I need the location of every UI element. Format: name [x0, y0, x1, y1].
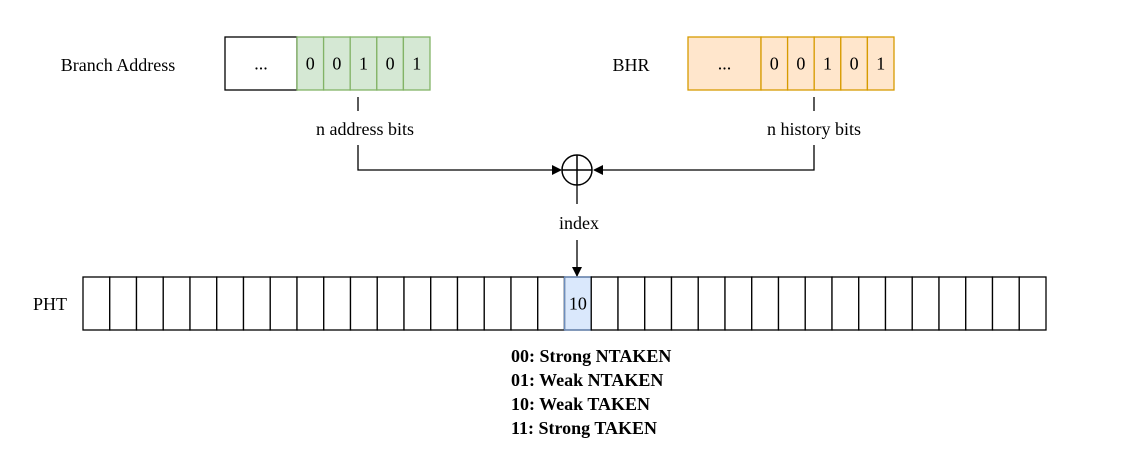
- address-bits-label: n address bits: [316, 119, 414, 139]
- pht-table: 10: [82, 276, 1047, 331]
- branch-address-bit-value: 0: [332, 54, 341, 74]
- pht-cell: [296, 276, 325, 331]
- branch-address-label: Branch Address: [61, 55, 175, 75]
- branch-address-ellipsis-cell: [224, 36, 298, 91]
- branch-address-bit-cell: [296, 36, 325, 91]
- branch-address-ellipsis: ...: [254, 54, 268, 74]
- pht-cell: [724, 276, 753, 331]
- legend-entry: 10: Weak TAKEN: [511, 394, 650, 414]
- bhr-ellipsis: ...: [718, 54, 732, 74]
- pht-cell: [965, 276, 994, 331]
- pht-cell: [242, 276, 271, 331]
- pht-cell: [483, 276, 512, 331]
- pht-cell: [804, 276, 833, 331]
- pht-cell: [644, 276, 673, 331]
- bhr-bit-cell: [866, 36, 895, 91]
- history-bits-label: n history bits: [767, 119, 861, 139]
- bhr-bit-value: 1: [876, 54, 885, 74]
- pht-cell: [456, 276, 485, 331]
- pht-selected-value: 10: [569, 294, 587, 314]
- pht-cell: [323, 276, 352, 331]
- pht-cell: [216, 276, 245, 331]
- branch-address-bit-cell: [376, 36, 405, 91]
- pht-cell: [109, 276, 138, 331]
- address-to-xor-arrow: [357, 145, 562, 175]
- bhr-bit-value: 0: [796, 54, 805, 74]
- bhr-bit-cell: [786, 36, 815, 91]
- bhr-label: BHR: [612, 55, 649, 75]
- branch-address-bit-value: 1: [412, 54, 421, 74]
- pht-cell: [510, 276, 539, 331]
- pht-cell: [777, 276, 806, 331]
- bhr-bit-value: 0: [770, 54, 779, 74]
- pht-cell: [537, 276, 566, 331]
- pht-cell: [430, 276, 459, 331]
- pht-cell: [403, 276, 432, 331]
- pht-cell: [135, 276, 164, 331]
- pht-cell: [670, 276, 699, 331]
- branch-address-bit-value: 0: [306, 54, 315, 74]
- state-legend: 00: Strong NTAKEN 01: Weak NTAKEN 10: We…: [511, 346, 671, 438]
- bhr-bit-value: 0: [850, 54, 859, 74]
- legend-entry: 01: Weak NTAKEN: [511, 370, 663, 390]
- pht-cell: [269, 276, 298, 331]
- bhr-bit-cell: [813, 36, 842, 91]
- pht-cell: [189, 276, 218, 331]
- pht-cell: [590, 276, 619, 331]
- pht-cell: [911, 276, 940, 331]
- pht-cell: [82, 276, 111, 331]
- pht-cell: [697, 276, 726, 331]
- bhr-bit-cell: [760, 36, 789, 91]
- pht-cell: [617, 276, 646, 331]
- branch-address-bit-cell: [322, 36, 351, 91]
- legend-entry: 00: Strong NTAKEN: [511, 346, 671, 366]
- pht-cell: [884, 276, 913, 331]
- branch-address-bit-value: 0: [386, 54, 395, 74]
- pht-cell: [376, 276, 405, 331]
- pht-cell: [162, 276, 191, 331]
- pht-cell: [751, 276, 780, 331]
- index-label: index: [559, 213, 599, 233]
- bhr-ellipsis-cell: [687, 36, 762, 91]
- pht-label: PHT: [33, 294, 67, 314]
- pht-cell: [991, 276, 1020, 331]
- branch-address-bit-value: 1: [359, 54, 368, 74]
- pht-cell: [349, 276, 378, 331]
- bhr-bit-value: 1: [823, 54, 832, 74]
- xor-icon: [561, 154, 593, 186]
- history-to-xor-arrow: [593, 145, 815, 175]
- branch-address-bit-cell: [402, 36, 431, 91]
- pht-cell: [1018, 276, 1047, 331]
- pht-cell: [858, 276, 887, 331]
- pht-cell: [831, 276, 860, 331]
- pht-cell: [938, 276, 967, 331]
- legend-entry: 11: Strong TAKEN: [511, 418, 657, 438]
